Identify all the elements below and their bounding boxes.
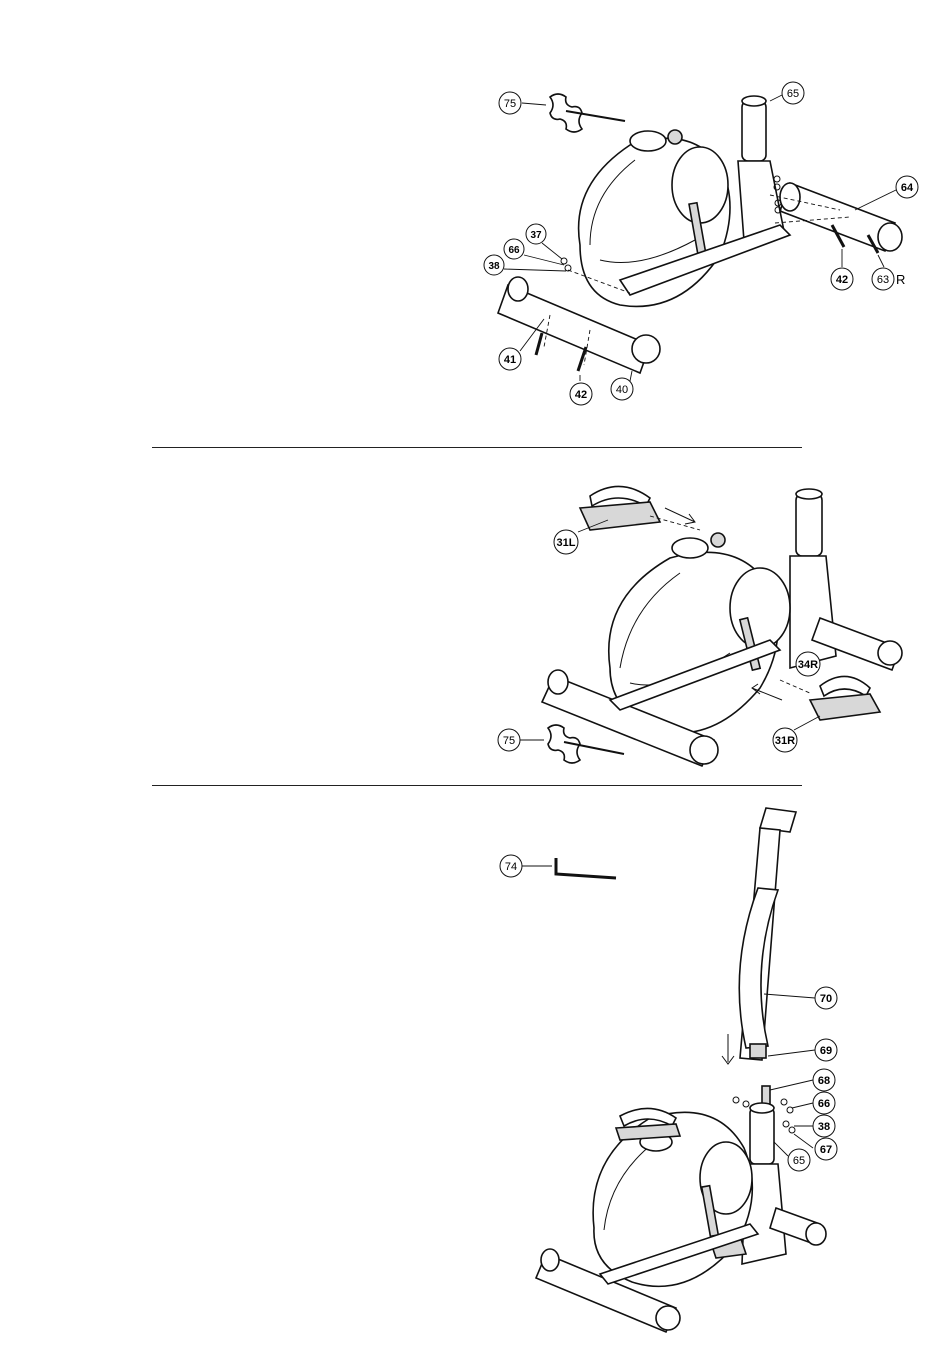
callout-37: 37	[526, 224, 562, 259]
svg-text:69: 69	[820, 1045, 832, 1057]
step-2-figure: 31L 34R 31R	[490, 468, 920, 780]
svg-text:37: 37	[530, 230, 542, 241]
callout-74: 74	[500, 855, 552, 877]
callout-66: 66	[792, 1092, 835, 1114]
callout-75: 75	[499, 92, 546, 114]
step-divider	[152, 447, 802, 448]
callout-75: 75	[498, 729, 544, 751]
callout-31r: 31R	[773, 716, 820, 752]
callout-42-front: 42	[570, 375, 592, 405]
svg-text:41: 41	[504, 354, 516, 366]
svg-text:65: 65	[793, 1155, 805, 1167]
left-pedal	[580, 486, 700, 530]
svg-text:63: 63	[877, 274, 889, 286]
callout-70: 70	[764, 987, 837, 1009]
svg-text:R: R	[896, 272, 905, 287]
callout-69: 69	[768, 1039, 837, 1061]
svg-text:70: 70	[820, 993, 832, 1005]
arrow	[665, 508, 695, 524]
arrow-down	[722, 1034, 734, 1064]
step-3-figure: 74 70 69 68 66 38	[490, 798, 920, 1336]
upright-post	[738, 96, 784, 241]
svg-text:34R: 34R	[798, 659, 818, 671]
callout-65: 65	[774, 1142, 810, 1171]
svg-text:75: 75	[503, 735, 515, 747]
flywheel-housing	[593, 1103, 826, 1286]
svg-text:75: 75	[504, 98, 516, 110]
rear-stabilizer	[770, 176, 902, 251]
svg-text:66: 66	[818, 1098, 830, 1110]
svg-text:38: 38	[488, 261, 500, 272]
right-pedal	[780, 676, 880, 720]
callout-38: 38	[794, 1115, 835, 1137]
step-divider	[152, 785, 802, 786]
svg-text:67: 67	[820, 1144, 832, 1156]
callout-40: 40	[611, 371, 633, 400]
callout-38: 38	[484, 255, 566, 275]
svg-text:40: 40	[616, 384, 628, 396]
svg-text:68: 68	[818, 1075, 830, 1087]
callout-68: 68	[770, 1069, 835, 1091]
svg-text:38: 38	[818, 1121, 830, 1133]
callout-42-rear: 42	[831, 249, 853, 290]
svg-text:31L: 31L	[557, 537, 576, 549]
svg-text:31R: 31R	[775, 735, 795, 747]
callout-65: 65	[770, 82, 804, 104]
step-1-figure: 75 65 64	[480, 75, 920, 415]
svg-text:74: 74	[505, 861, 517, 873]
callout-63r: 63 R	[872, 255, 905, 290]
svg-text:66: 66	[508, 245, 520, 256]
svg-text:42: 42	[575, 389, 587, 401]
cross-wrench-icon	[550, 94, 625, 132]
callout-64: 64	[855, 176, 918, 210]
handlebar-post	[739, 808, 796, 1060]
svg-text:42: 42	[836, 274, 848, 286]
callout-34r: 34R	[796, 652, 820, 676]
svg-text:65: 65	[787, 88, 799, 100]
svg-text:64: 64	[901, 182, 914, 194]
allen-key-icon	[556, 858, 616, 878]
